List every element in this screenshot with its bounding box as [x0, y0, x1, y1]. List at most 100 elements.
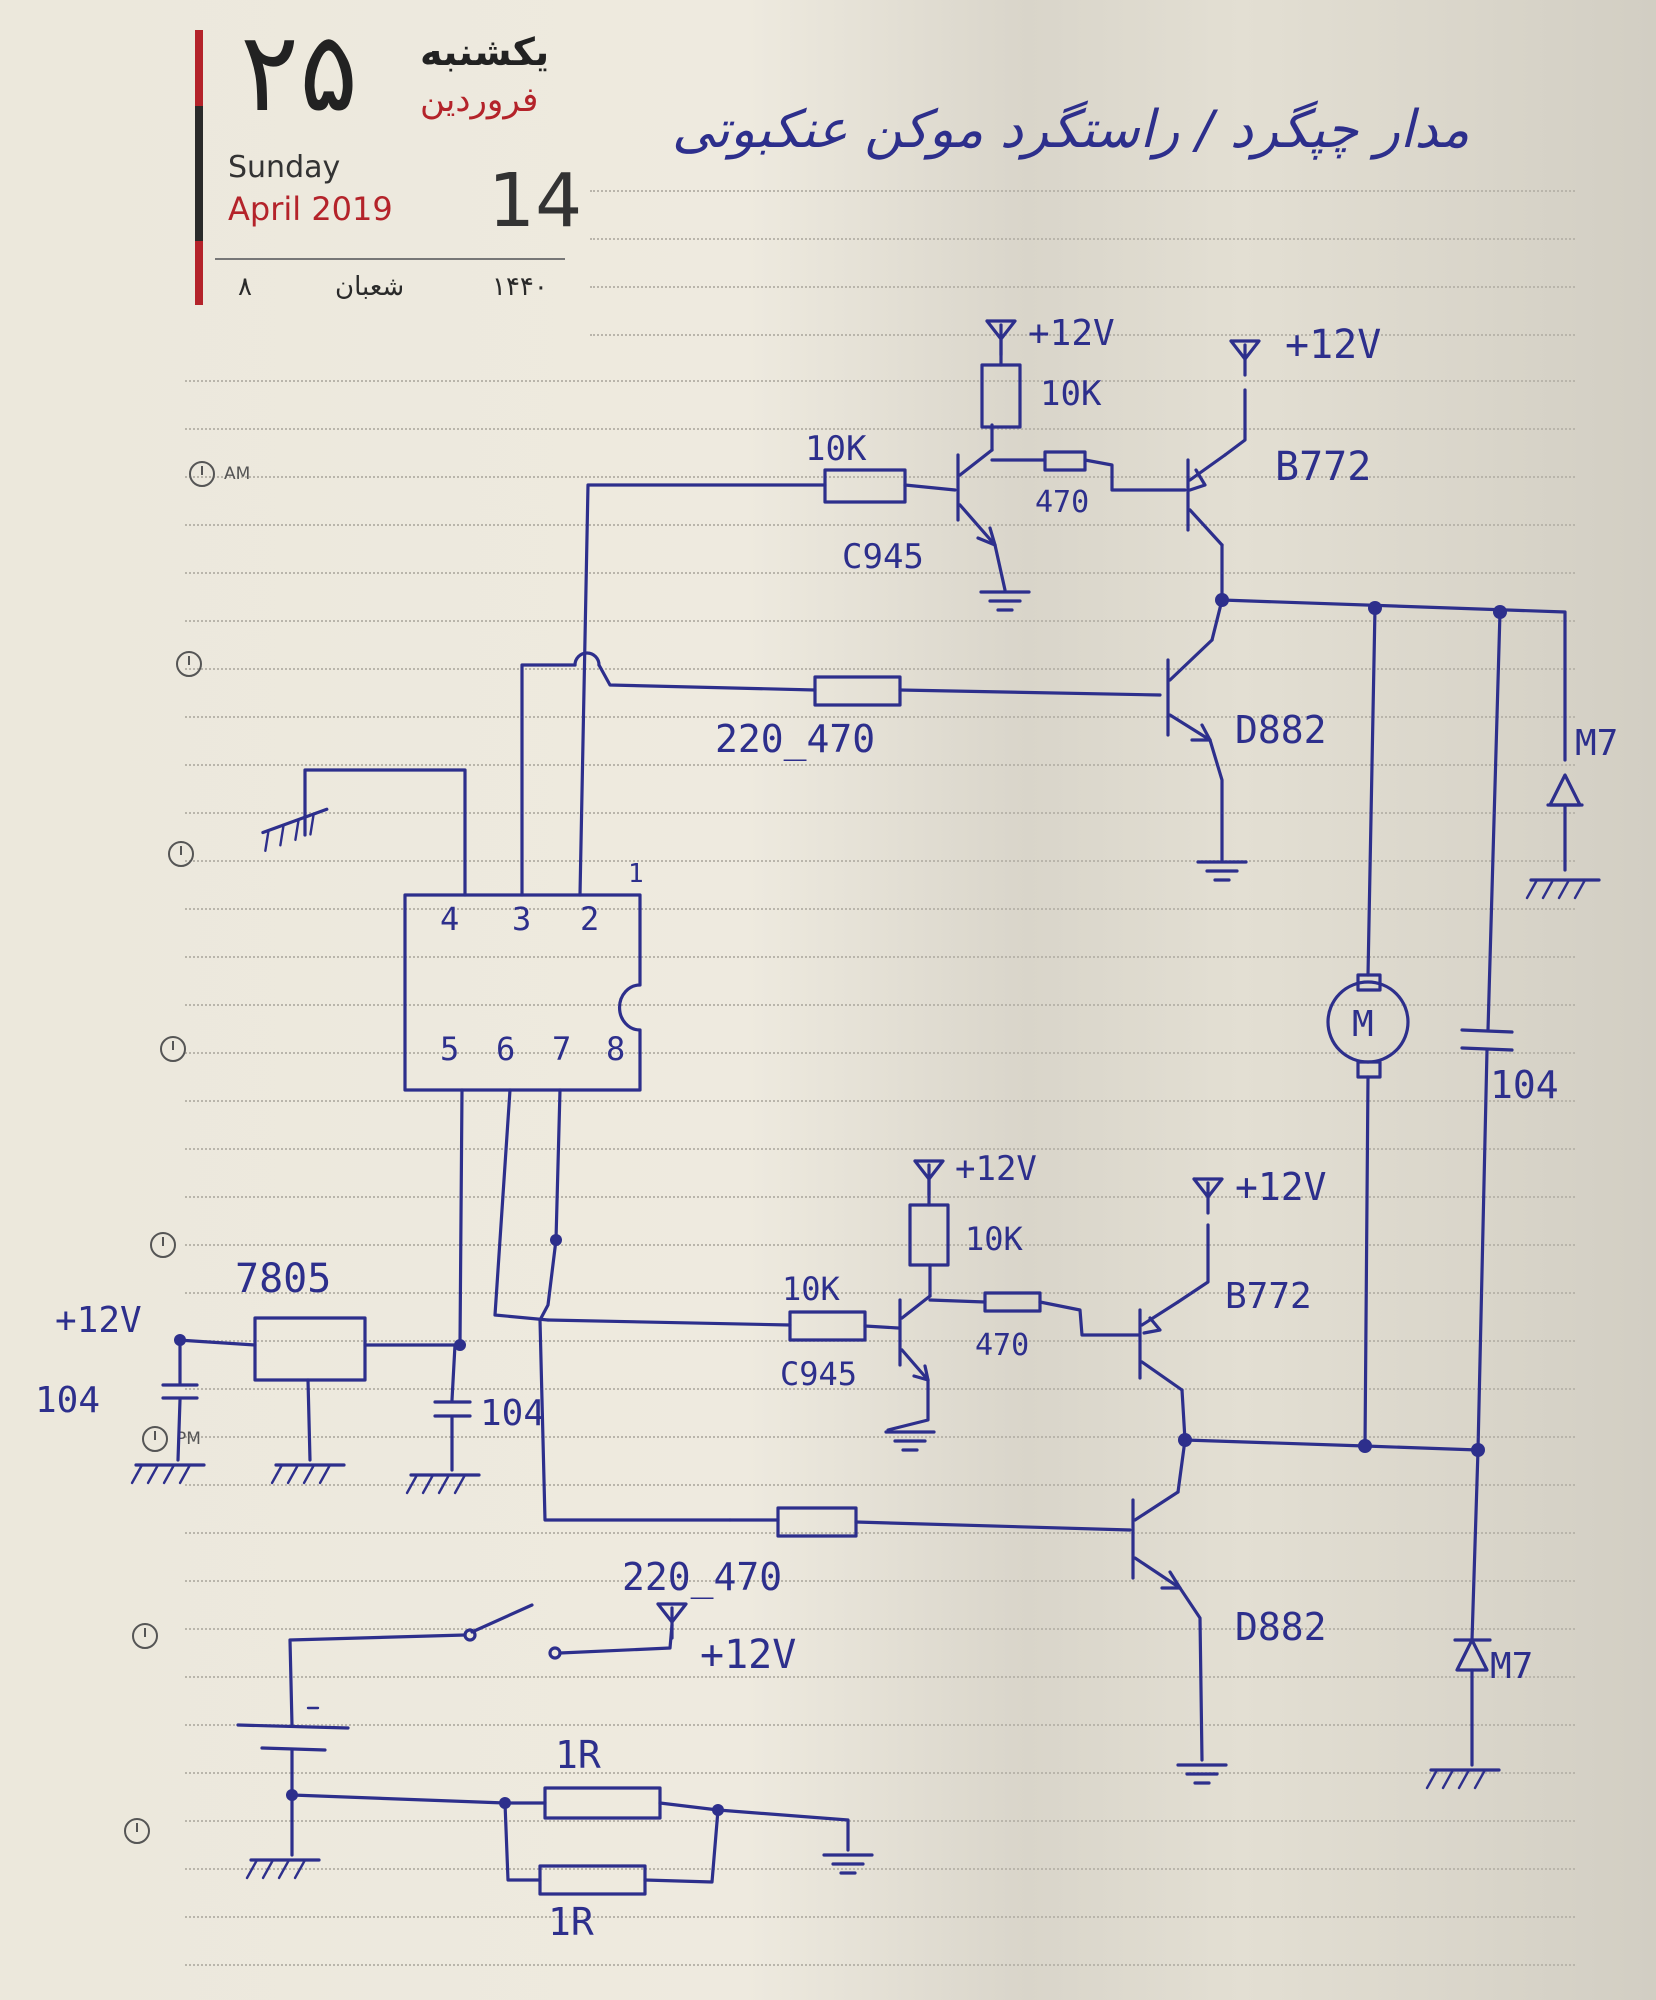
- ruled-line: [590, 334, 1575, 336]
- ruled-line: [185, 1484, 1575, 1486]
- label-r-1r: 1R: [548, 1900, 594, 1944]
- planner-dark-bar: [195, 106, 203, 241]
- ic-pin-label: 4: [440, 900, 459, 938]
- ruled-line: [185, 1100, 1575, 1102]
- wire: [1363, 1075, 1370, 1448]
- wire: [1083, 458, 1187, 492]
- resistor-220-470-bottom: [776, 1506, 858, 1538]
- label-b772: B772: [1275, 444, 1371, 490]
- ruled-line: [185, 860, 1575, 862]
- hijri-day: ۸: [238, 272, 252, 302]
- ground-symbol: [822, 1853, 874, 1875]
- ruled-line: [185, 908, 1575, 910]
- ruled-line: [185, 812, 1575, 814]
- wire: [1208, 738, 1224, 862]
- regulator-7805: [253, 1316, 367, 1382]
- wire: [176, 1398, 182, 1462]
- label-r-10k: 10K: [965, 1220, 1024, 1258]
- wire: [578, 483, 827, 897]
- resistor-10k-base-bottom: [788, 1310, 867, 1342]
- ic-pin-label: 5: [440, 1030, 459, 1068]
- weekday-fa: یکشنبه: [420, 30, 550, 74]
- ruled-line: [185, 1436, 1575, 1438]
- resistor-10k-base-top: [823, 468, 907, 504]
- ruled-line: [590, 190, 1575, 192]
- ruled-line: [185, 476, 1575, 478]
- hijri-year: ۱۴۴۰: [492, 272, 548, 302]
- wire: [903, 483, 957, 492]
- wire: [1038, 1300, 1140, 1337]
- resistor-1r-bottom: [538, 1864, 647, 1896]
- ic-pin-label: 1: [628, 859, 644, 889]
- ruled-line: [185, 1580, 1575, 1582]
- wire: [303, 768, 467, 897]
- label-b772: B772: [1225, 1276, 1312, 1317]
- label-r-10k: 10K: [805, 429, 867, 469]
- ruled-line: [185, 524, 1575, 526]
- resistor-470-top: [1043, 450, 1087, 472]
- resistor-10k-pullup-top: [980, 363, 1022, 429]
- label-r-220-470: 220_470: [715, 717, 875, 762]
- ground-symbol: [405, 1473, 481, 1495]
- ruled-line: [185, 1148, 1575, 1150]
- wire: [306, 1378, 312, 1462]
- label-cap-104: 104: [1490, 1063, 1559, 1107]
- ruled-line: [185, 572, 1575, 574]
- wire: [1470, 1448, 1480, 1642]
- battery-plate: [236, 1723, 350, 1730]
- label-cap-104: 104: [35, 1380, 100, 1421]
- ruled-line: [185, 1820, 1575, 1822]
- wire: [1223, 388, 1247, 457]
- clock-icon: [124, 1818, 150, 1844]
- label-vcc: +12V: [1235, 1165, 1327, 1209]
- label-vcc: +12V: [1028, 313, 1115, 354]
- planner-accent-bar: [195, 30, 203, 106]
- transistor-d882-top: [1166, 638, 1214, 742]
- label-7805: 7805: [235, 1256, 331, 1302]
- clock-icon: [189, 461, 215, 487]
- clock-icon: [160, 1036, 186, 1062]
- junction-dot: [454, 1339, 466, 1351]
- wire: [1176, 1223, 1210, 1304]
- wire: [290, 1793, 507, 1805]
- day-number-en: 14: [488, 158, 583, 244]
- label-d882: D882: [1235, 1605, 1327, 1649]
- ground-symbol: [130, 1463, 206, 1485]
- label-m7: M7: [1575, 723, 1618, 764]
- ground-symbol: [257, 807, 335, 853]
- vcc-symbol: [985, 319, 1017, 357]
- clock-icon: [142, 1426, 168, 1452]
- label-r-10k: 10K: [782, 1270, 841, 1308]
- label-r-10k: 10K: [1040, 374, 1102, 414]
- ruled-line: [185, 668, 1575, 670]
- resistor-220-470-top: [813, 675, 902, 707]
- ic-pin-label: 8: [606, 1030, 625, 1068]
- wire: [658, 1801, 850, 1852]
- wire: [643, 1808, 720, 1884]
- ruled-line: [185, 1628, 1575, 1630]
- label-cap-104: 104: [480, 1393, 545, 1434]
- ic-pin-label: 3: [512, 900, 531, 938]
- ground-symbol: [1525, 878, 1601, 900]
- wire: [854, 1520, 1132, 1532]
- vcc-symbol: [1192, 1177, 1224, 1215]
- wire: [538, 1088, 732, 1522]
- wire: [176, 1338, 257, 1347]
- vcc-symbol: [1229, 339, 1261, 377]
- ruled-line: [185, 1004, 1575, 1006]
- month-year-en: April 2019: [228, 190, 393, 228]
- ground-symbol: [979, 590, 1031, 612]
- transistor-d882-bottom: [1131, 1490, 1182, 1590]
- wire: [1486, 610, 1502, 1032]
- planner-accent-bar-bottom: [195, 241, 203, 305]
- wire: [928, 1298, 987, 1304]
- wire: [993, 543, 1007, 592]
- label-r-220-470: 220_470: [622, 1555, 782, 1600]
- wire: [1476, 1048, 1489, 1452]
- wire: [1176, 1438, 1187, 1494]
- diode-m7-bottom: [1453, 1638, 1492, 1672]
- label-r-470: 470: [975, 1328, 1029, 1363]
- ruled-line: [185, 380, 1575, 382]
- wire: [886, 1378, 930, 1432]
